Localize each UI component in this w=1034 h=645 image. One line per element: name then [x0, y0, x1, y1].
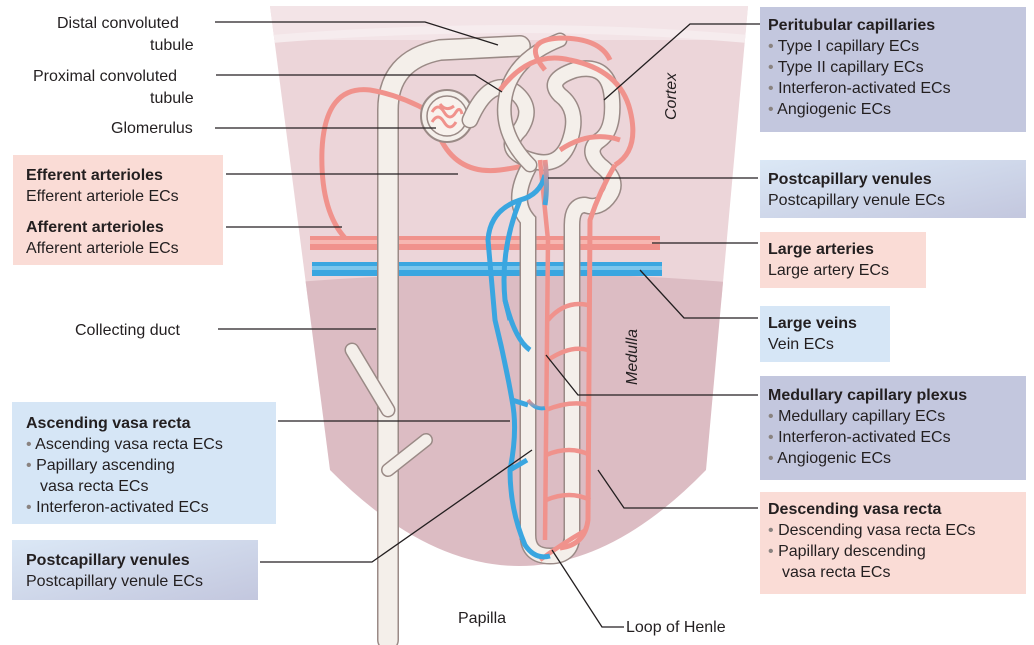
afferent-title: Afferent arterioles [26, 219, 164, 236]
glomerulus-label: Glomerulus [111, 120, 193, 137]
pt-item-4: • Angiogenic ECs [768, 101, 891, 118]
pt-item-2: • Type II capillary ECs [768, 59, 924, 76]
peritubular-title: Peritubular capillaries [768, 17, 935, 34]
large-arteries-sub: Large artery ECs [768, 262, 889, 279]
proximal-tubule-label-2: tubule [150, 90, 194, 107]
afferent-sub: Afferent arteriole ECs [26, 240, 179, 257]
avr-item-3: • Interferon-activated ECs [26, 499, 209, 516]
mp-item-1: • Medullary capillary ECs [768, 408, 945, 425]
pt-item-3: • Interferon-activated ECs [768, 80, 951, 97]
mp-item-3: • Angiogenic ECs [768, 450, 891, 467]
collecting-duct-label: Collecting duct [75, 322, 181, 339]
dvr-item-2b: vasa recta ECs [782, 564, 890, 581]
distal-tubule-label-2: tubule [150, 37, 194, 54]
avr-title: Ascending vasa recta [26, 415, 191, 432]
proximal-tubule-label-1: Proximal convoluted [33, 68, 177, 85]
dvr-item-1: • Descending vasa recta ECs [768, 522, 976, 539]
medulla-label: Medulla [624, 329, 641, 385]
postcap-right-sub: Postcapillary venule ECs [768, 192, 945, 209]
dvr-item-2: • Papillary descending [768, 543, 926, 560]
medullary-title: Medullary capillary plexus [768, 387, 967, 404]
loop-of-henle-label: Loop of Henle [626, 619, 726, 636]
large-veins-title: Large veins [768, 315, 857, 332]
efferent-title: Efferent arterioles [26, 167, 163, 184]
efferent-sub: Efferent arteriole ECs [26, 188, 179, 205]
avr-item-1: • Ascending vasa recta ECs [26, 436, 223, 453]
postcap-right-title: Postcapillary venules [768, 171, 932, 188]
avr-item-2b: vasa recta ECs [40, 478, 148, 495]
papilla-label: Papilla [458, 610, 506, 627]
postcap-left-sub: Postcapillary venule ECs [26, 573, 203, 590]
distal-tubule-label-1: Distal convoluted [57, 15, 179, 32]
large-veins-sub: Vein ECs [768, 336, 834, 353]
mp-item-2: • Interferon-activated ECs [768, 429, 951, 446]
postcap-right-box [760, 160, 1026, 218]
postcap-left-box [12, 540, 258, 600]
cortex-label: Cortex [663, 72, 680, 120]
avr-item-2: • Papillary ascending [26, 457, 175, 474]
large-arteries-title: Large arteries [768, 241, 874, 258]
dvr-title: Descending vasa recta [768, 501, 942, 518]
postcap-left-title: Postcapillary venules [26, 552, 190, 569]
pt-item-1: • Type I capillary ECs [768, 38, 919, 55]
